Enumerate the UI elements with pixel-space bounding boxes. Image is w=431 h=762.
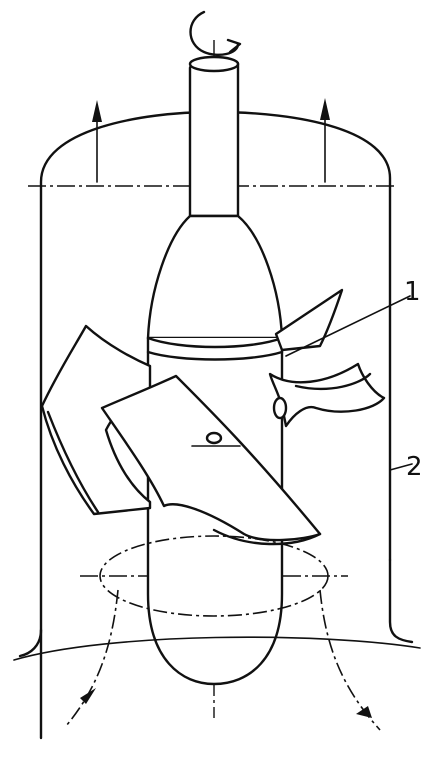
- rotation-arrow-icon: [189, 10, 242, 56]
- hub-band-lower: [146, 350, 284, 361]
- callout-1-label: 1: [404, 277, 421, 307]
- callout-1: 1: [285, 277, 421, 357]
- blade-back-right: [274, 288, 344, 352]
- callout-2-label: 2: [406, 452, 423, 482]
- bottom-boundary: [13, 636, 421, 661]
- lower-flow-ellipse: [99, 535, 329, 617]
- shaft: [188, 55, 240, 218]
- inflow-arrow-left: [65, 589, 119, 727]
- callout-2: 2: [389, 452, 423, 482]
- top-flow-arrows: [92, 98, 330, 183]
- blade-right: [268, 362, 386, 428]
- hub-nose: [146, 214, 284, 340]
- blade-front: [100, 374, 322, 546]
- hub-band-upper: [146, 336, 284, 349]
- inflow-arrow-right: [319, 589, 381, 731]
